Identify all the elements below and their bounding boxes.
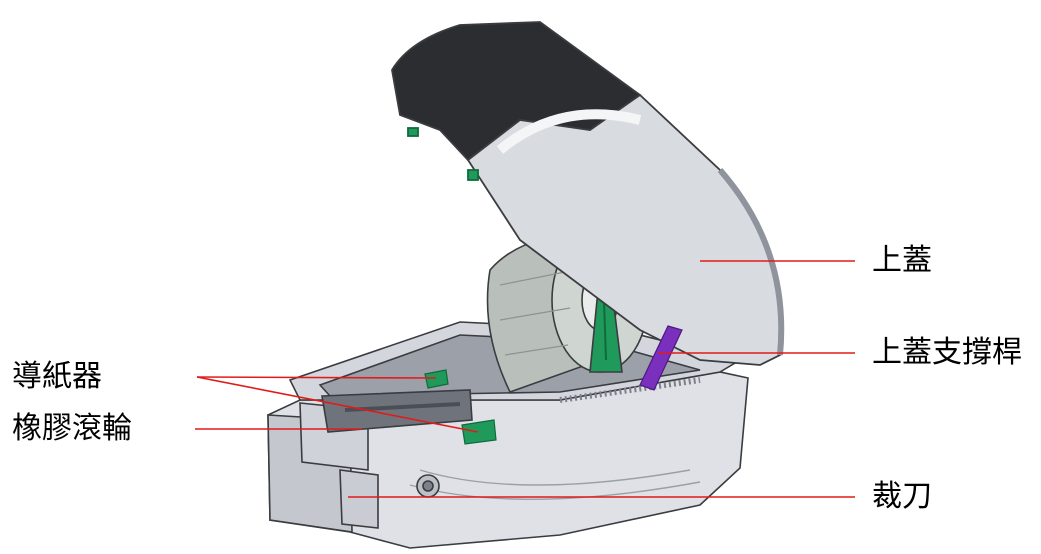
- leader-lines: [195, 260, 855, 498]
- label-top-cover: 上蓋: [872, 243, 932, 278]
- top-cover: [391, 21, 785, 366]
- label-paper-guide: 導紙器: [12, 359, 102, 394]
- label-cover-support: 上蓋支撐桿: [872, 335, 1022, 370]
- cover-support-rod: [639, 325, 683, 391]
- leader-paper-guide-2: [196, 376, 479, 433]
- label-cutter: 裁刀: [872, 479, 932, 514]
- leader-paper-guide-1: [196, 376, 437, 379]
- label-platen-roller: 橡膠滾輪: [12, 411, 132, 446]
- paper-guides: [424, 369, 497, 445]
